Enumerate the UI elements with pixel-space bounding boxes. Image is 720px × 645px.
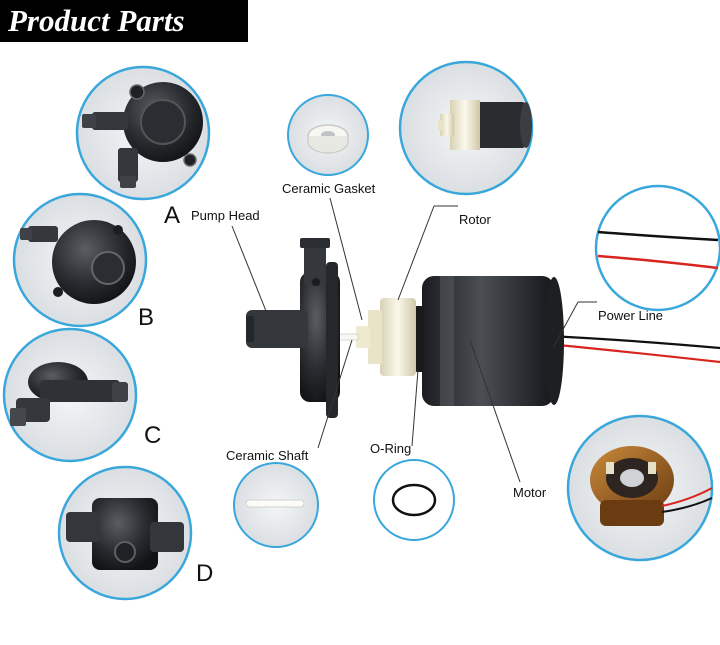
variant-d-photo (57, 465, 193, 601)
power-line-photo (594, 184, 720, 312)
label-ceramic-gasket: Ceramic Gasket (282, 181, 376, 196)
label-ceramic-shaft: Ceramic Shaft (226, 448, 309, 463)
variant-c-photo (2, 327, 138, 463)
label-motor: Motor (513, 485, 547, 500)
pump-exploded-assembly (246, 238, 720, 418)
label-power-line: Power Line (598, 308, 664, 323)
o-ring-photo (373, 459, 455, 541)
page-title: Product Parts (8, 3, 185, 38)
label-pump-head: Pump Head (191, 208, 260, 223)
variant-a-photo (75, 65, 211, 201)
variant-letter-b: B (138, 304, 155, 331)
leader-lines (231, 197, 597, 483)
variant-letter-c: C (144, 422, 162, 449)
label-rotor: Rotor (459, 212, 491, 227)
motor-stator-photo (566, 414, 714, 562)
header-banner: Product Parts (0, 0, 248, 42)
label-o-ring: O-Ring (370, 441, 412, 456)
ceramic-gasket-photo (287, 94, 369, 176)
ceramic-shaft-photo (233, 462, 319, 548)
variant-letter-d: D (196, 560, 214, 587)
variant-letter-a: A (164, 202, 181, 229)
variant-b-photo (12, 192, 148, 328)
rotor-photo (398, 60, 534, 196)
